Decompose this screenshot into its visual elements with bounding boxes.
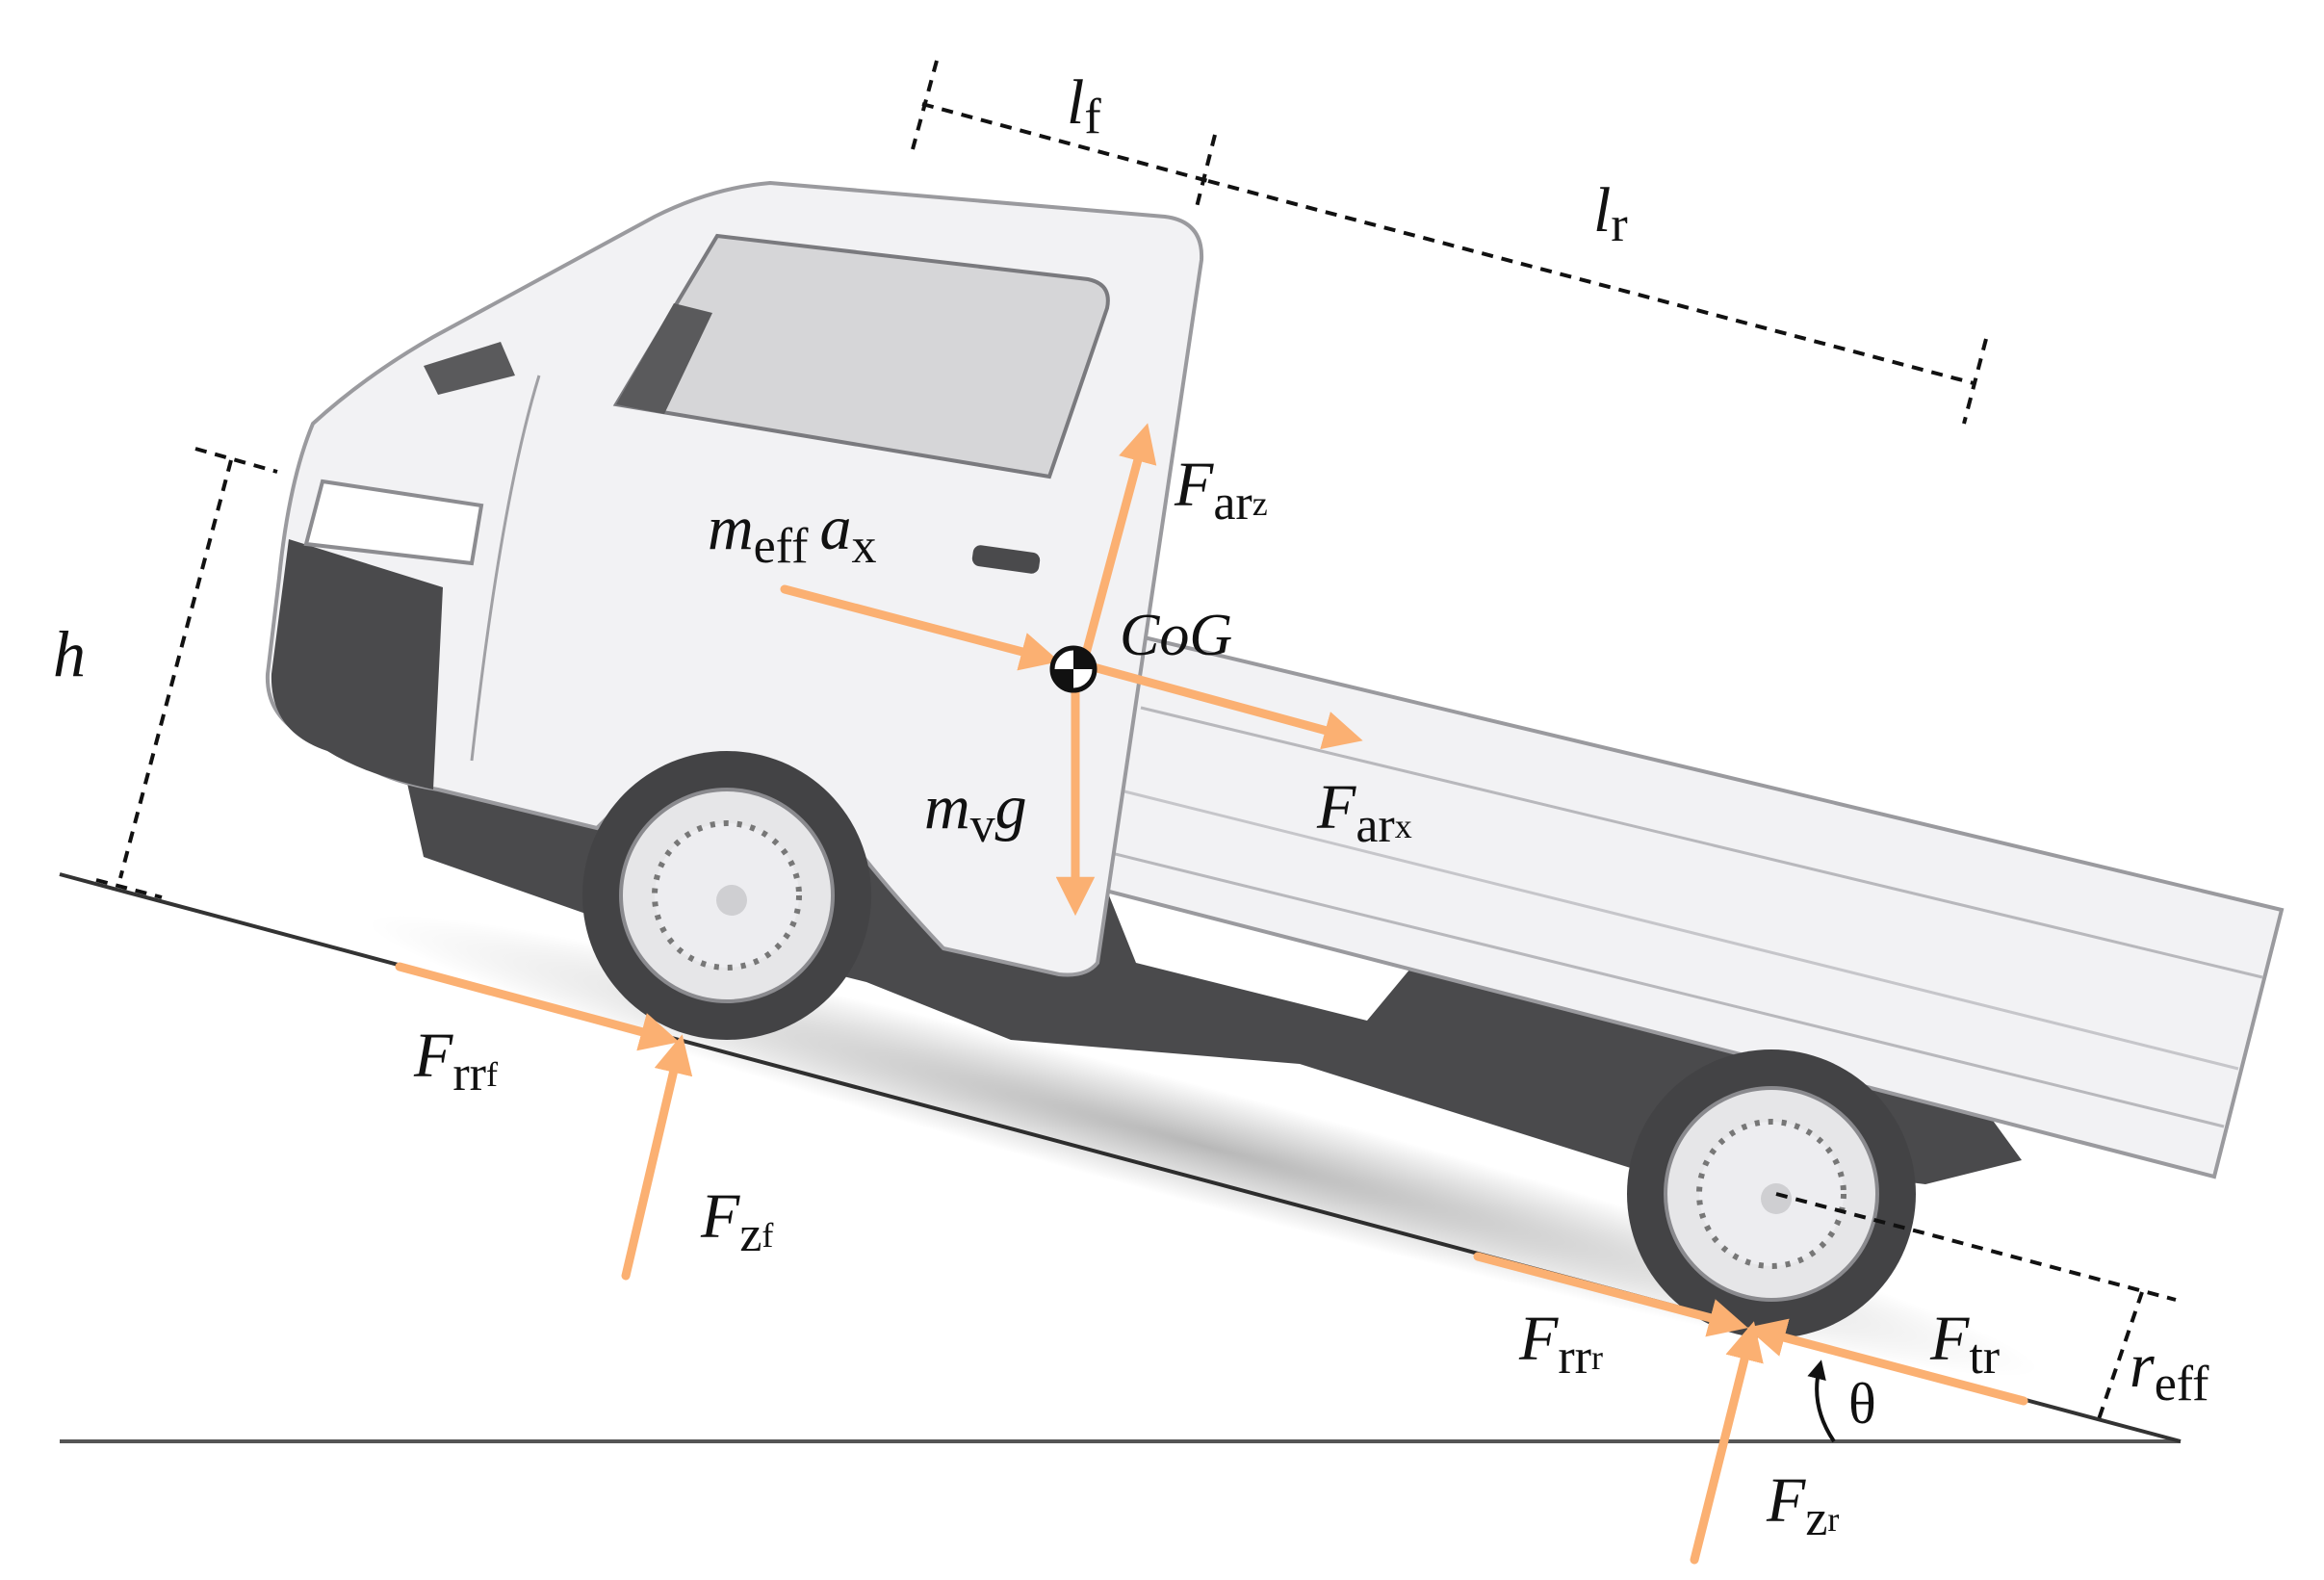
lr-right-tick (1962, 338, 1988, 425)
lf-left-tick (911, 60, 939, 150)
lf-right-tick (1195, 134, 1217, 208)
truck-door-handle (971, 545, 1041, 574)
rear-wheel (1627, 1049, 1916, 1338)
far-x-arrow (1078, 660, 1363, 750)
lf-dimension-line (921, 102, 1209, 183)
cargo-bed-rail (1116, 788, 2239, 1071)
truck-headlight (303, 479, 484, 566)
h-dimension-line (118, 459, 233, 879)
label-fz-rear: Fzr (1766, 1465, 1839, 1546)
front-wheel (582, 751, 871, 1040)
cargo-bed-rail (1140, 706, 2263, 979)
truck-illustration (265, 180, 2285, 1378)
lr-dimension-line (1207, 179, 1975, 385)
cargo-bed-rail (1087, 845, 2225, 1128)
reff-axle-line (1775, 1192, 2177, 1302)
label-fz-front: Fzf (700, 1181, 773, 1262)
truck-front-grille (271, 539, 443, 790)
label-ftr: Ftr (1929, 1304, 2000, 1385)
label-reff: reff (2130, 1331, 2209, 1412)
label-far-x: Farx (1316, 772, 1412, 853)
frr-rear-arrow (1473, 1252, 1748, 1337)
label-theta: θ (1848, 1372, 1876, 1436)
fz-rear-arrow (1690, 1321, 1764, 1565)
meff-ax-arrow (780, 584, 1060, 671)
label-h: h (53, 617, 86, 690)
truck-side-mirror (424, 342, 515, 395)
truck-side-window (612, 233, 1110, 479)
frr-front-arrow (395, 962, 680, 1051)
ftr-arrow (1746, 1318, 2028, 1406)
theta-angle-arc (1807, 1360, 1836, 1443)
dimension-lines (95, 60, 2177, 1426)
force-arrows (395, 423, 2028, 1565)
label-frr-rear: Frrr (1518, 1304, 1603, 1385)
truck-shadow (366, 914, 2041, 1378)
label-mvg: mvg (924, 772, 1027, 853)
label-far-z: Farz (1174, 450, 1268, 531)
truck-window-pillar (616, 303, 712, 414)
label-lf: lf (1067, 67, 1101, 144)
h-top-tick (194, 447, 278, 474)
label-lr: lr (1593, 175, 1628, 252)
cog-marker (1049, 645, 1097, 693)
label-frr-front: Frrf (413, 1021, 498, 1101)
fz-front-arrow (621, 1034, 693, 1281)
h-bottom-tick (95, 878, 163, 899)
far-z-arrow (1078, 423, 1157, 669)
truck-door-seam (470, 375, 541, 762)
label-cog: CoG (1120, 603, 1232, 668)
reff-dimension-line (2095, 1291, 2144, 1426)
